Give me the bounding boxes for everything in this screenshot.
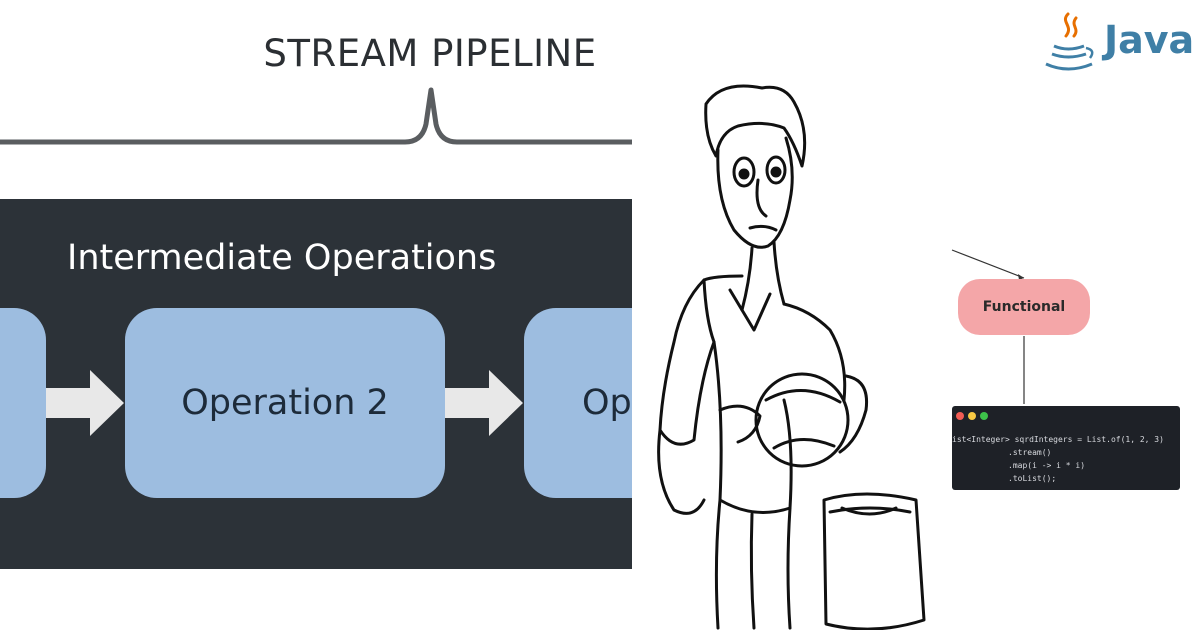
intermediate-operations-label: Intermediate Operations: [67, 238, 497, 278]
code-line: ist<Integer> sqrdIntegers = List.of(1, 2…: [952, 435, 1164, 444]
arrow-right-icon: [46, 370, 124, 436]
window-maximize-icon: [980, 412, 988, 420]
window-minimize-icon: [968, 412, 976, 420]
java-logo-text: Java: [1104, 18, 1195, 62]
operation-3-box: Op: [524, 308, 632, 498]
arrow-right-icon: [445, 370, 523, 436]
pipeline-title: STREAM PIPELINE: [263, 32, 597, 75]
illustration-panel: [632, 0, 1200, 630]
pipeline-brace: [0, 87, 632, 145]
stream-pipeline-diagram: STREAM PIPELINE Intermediate Operations …: [0, 32, 632, 569]
functional-node: Functional: [958, 279, 1090, 335]
code-line: .toList();: [1008, 474, 1057, 483]
code-line: .map(i -> i * i): [1008, 461, 1086, 470]
diagram-connectors: [951, 249, 1025, 404]
java-coffee-cup-icon: [1045, 12, 1094, 71]
code-line: .stream(): [1008, 448, 1052, 457]
window-close-icon: [956, 412, 964, 420]
operation-2-box: Operation 2: [125, 308, 445, 498]
code-snippet-window: ist<Integer> sqrdIntegers = List.of(1, 2…: [952, 406, 1180, 490]
sketch-figure-illustration: [657, 84, 926, 630]
operation-1-box: [0, 308, 46, 498]
